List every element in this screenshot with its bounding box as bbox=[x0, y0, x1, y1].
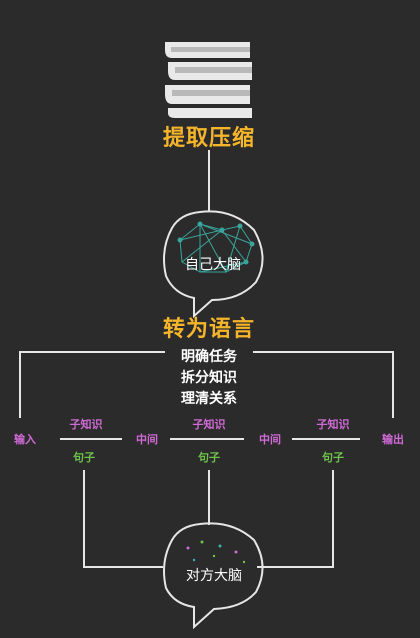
middle-node-1: 中间 bbox=[136, 433, 158, 446]
books-icon bbox=[165, 42, 252, 118]
other-brain-bubble bbox=[163, 522, 264, 630]
right-bottom-connector bbox=[257, 470, 334, 568]
sentence-label: 句子 bbox=[198, 451, 220, 464]
compress-title: 提取压缩 bbox=[162, 126, 256, 151]
input-node: 输入 bbox=[14, 433, 36, 446]
sub-knowledge-label: 子知识 bbox=[69, 418, 103, 431]
right-bracket bbox=[253, 351, 394, 418]
middle-node-2: 中间 bbox=[259, 433, 281, 446]
task-item: 拆分知识 bbox=[181, 370, 237, 386]
output-node: 输出 bbox=[382, 433, 404, 446]
task-item: 理清关系 bbox=[181, 391, 237, 407]
self-brain-label: 自己大脑 bbox=[185, 257, 241, 273]
language-title: 转为语言 bbox=[162, 317, 256, 342]
sub-knowledge-label: 子知识 bbox=[192, 418, 226, 431]
left-bottom-connector bbox=[83, 470, 163, 568]
scattered-dots-icon bbox=[186, 540, 246, 564]
sentence-label: 句子 bbox=[322, 451, 344, 464]
left-bracket bbox=[19, 351, 165, 418]
sentence-label: 句子 bbox=[73, 451, 95, 464]
brain-network-icon bbox=[177, 221, 255, 274]
other-brain-label: 对方大脑 bbox=[186, 568, 242, 584]
self-brain-bubble bbox=[163, 210, 264, 319]
task-item: 明确任务 bbox=[181, 349, 237, 365]
sub-knowledge-label: 子知识 bbox=[316, 418, 350, 431]
